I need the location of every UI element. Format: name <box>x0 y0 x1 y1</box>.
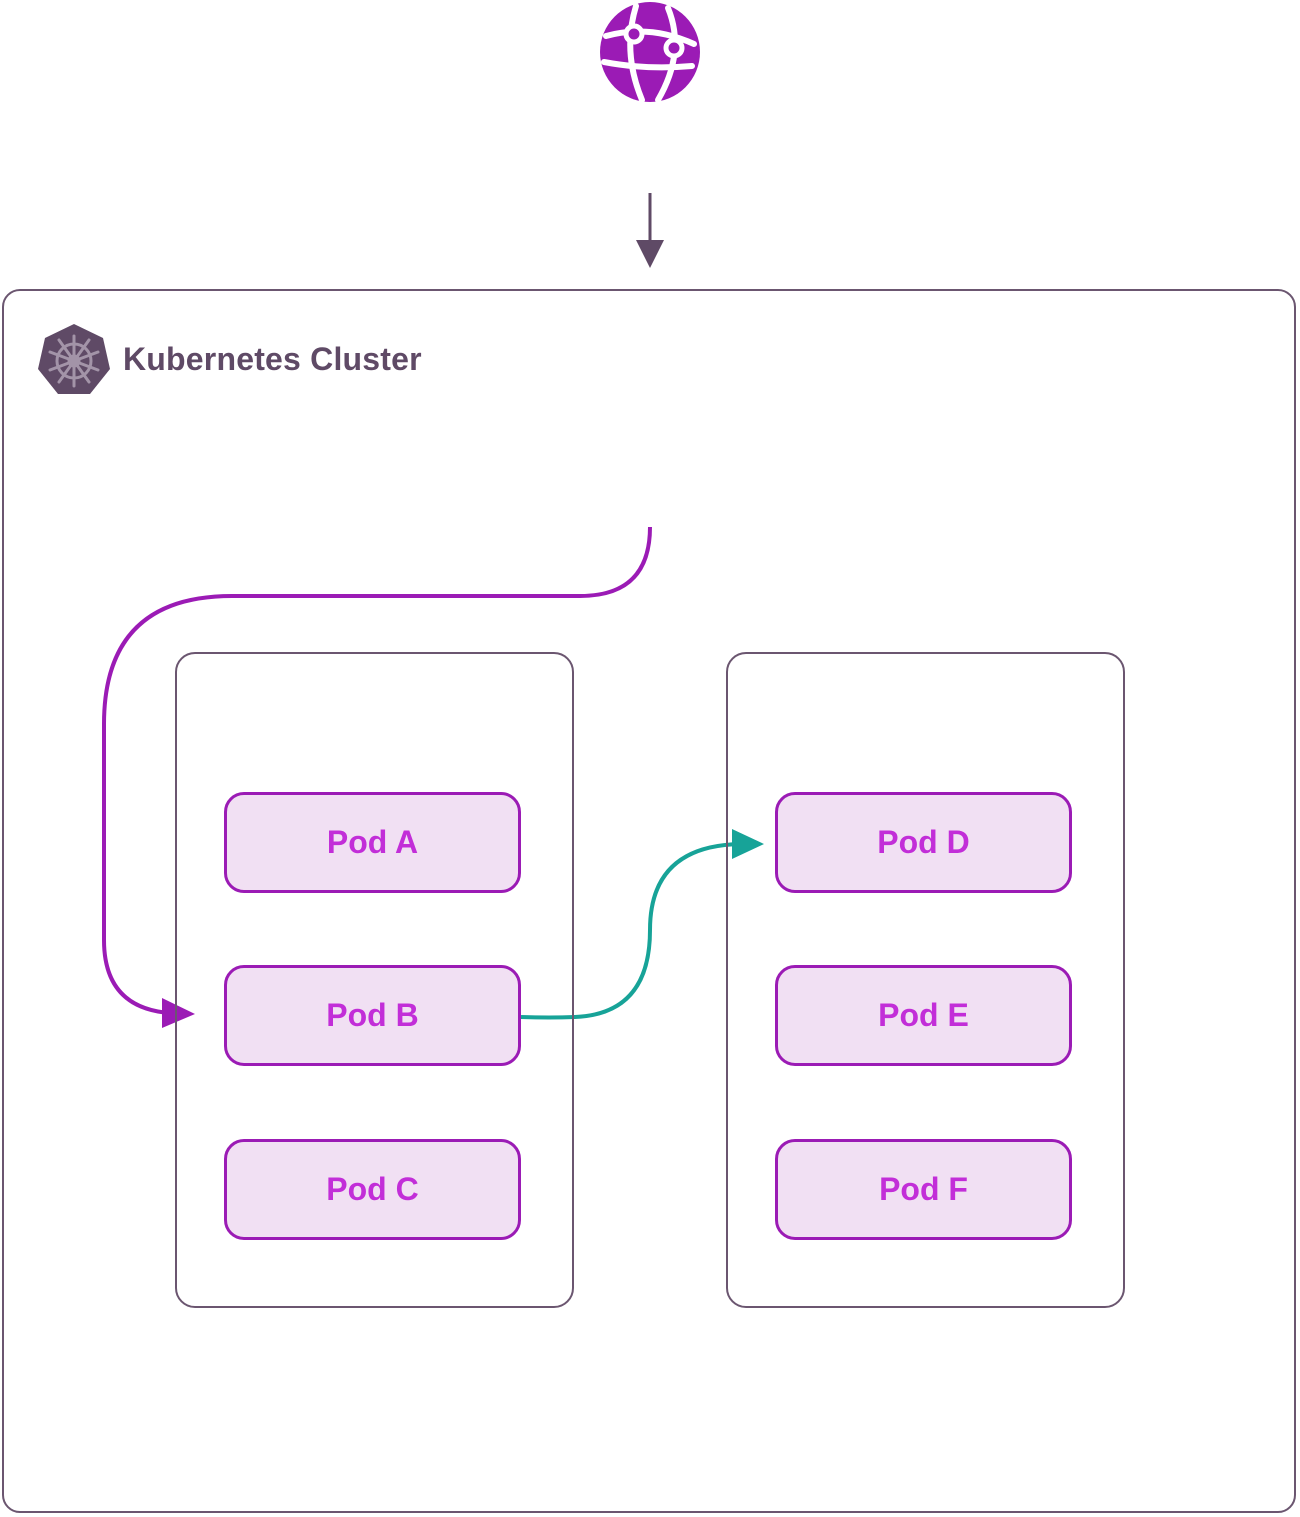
kubernetes-helm-icon <box>38 324 110 394</box>
route-to-pod-b-line <box>102 526 652 1015</box>
pod-f: Pod F <box>775 1139 1072 1240</box>
pod-b: Pod B <box>224 965 521 1066</box>
ingress-arrowhead <box>636 240 664 268</box>
pod-a: Pod A <box>224 792 521 893</box>
node-left <box>175 652 574 1308</box>
pod-d: Pod D <box>775 792 1072 893</box>
pod-b-to-pod-d-line <box>520 842 741 1020</box>
node-right <box>726 652 1125 1308</box>
globe-node-icon <box>623 23 645 45</box>
kubernetes-cluster <box>2 289 1296 1513</box>
cluster-title: Kubernetes Cluster <box>123 341 422 377</box>
pod-b-to-pod-d-arrowhead <box>732 829 764 859</box>
pod-c: Pod C <box>224 1139 521 1240</box>
globe-node-icon <box>663 37 685 59</box>
globe-icon <box>600 2 700 103</box>
pod-e: Pod E <box>775 965 1072 1066</box>
route-to-pod-b-arrowhead <box>162 998 195 1028</box>
